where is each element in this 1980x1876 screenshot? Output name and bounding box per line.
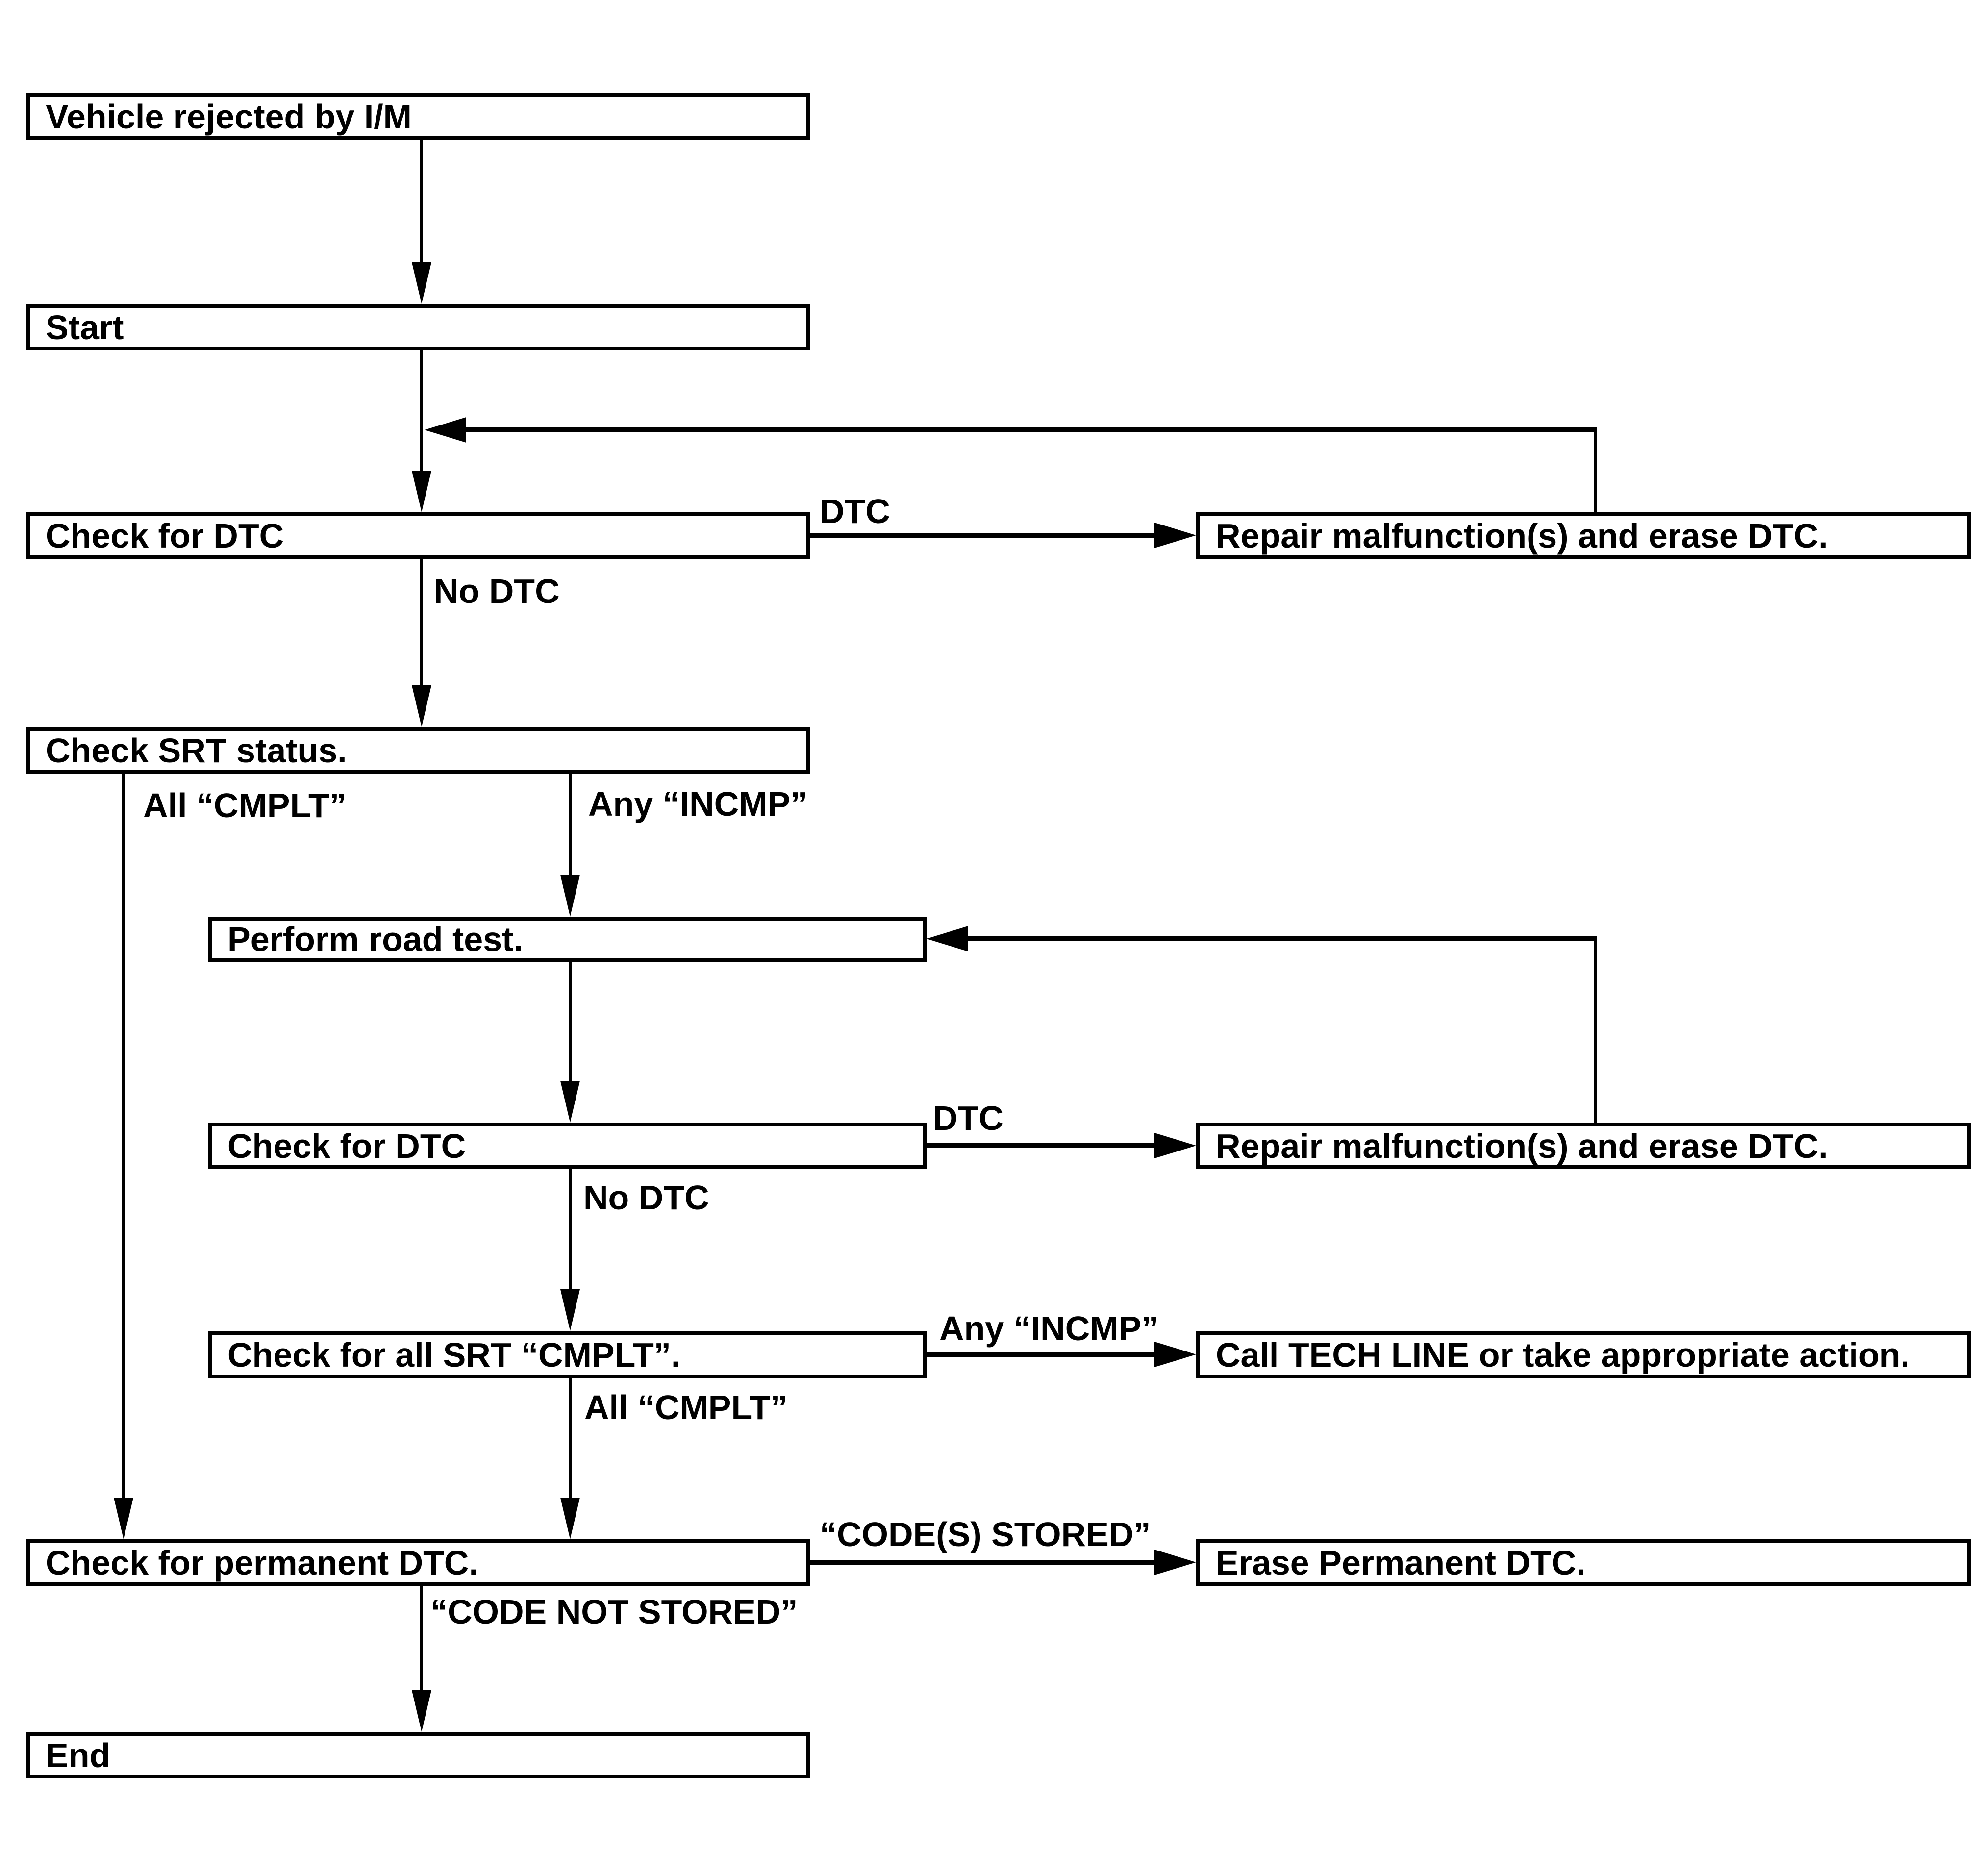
edge-feedback-1-riser xyxy=(1594,430,1597,512)
node-check-all-srt-cmplt: Check for all SRT “CMPLT”. xyxy=(208,1331,927,1378)
edge-label-all-cmplt-2: All “CMPLT” xyxy=(584,1388,788,1426)
arrowhead-left-feedback-1 xyxy=(425,417,466,443)
arrowhead-right-erase-permanent xyxy=(1154,1550,1196,1575)
edge-vehicle-to-start xyxy=(420,140,423,267)
edge-codes-stored-connector xyxy=(810,1560,1159,1565)
node-repair-erase-dtc-2: Repair malfunction(s) and erase DTC. xyxy=(1196,1123,1971,1169)
edge-label-dtc-2: DTC xyxy=(933,1099,1003,1137)
arrowhead-down-check-permanent-left xyxy=(114,1498,133,1539)
node-start: Start xyxy=(26,304,810,350)
edge-road-test-to-check-dtc-2 xyxy=(569,962,572,1086)
arrowhead-right-repair-2 xyxy=(1154,1133,1196,1158)
arrowhead-right-repair-1 xyxy=(1154,523,1196,548)
node-repair-erase-dtc-1: Repair malfunction(s) and erase DTC. xyxy=(1196,512,1971,559)
edge-label-any-incmp-2: Any “INCMP” xyxy=(939,1309,1159,1348)
edge-label-no-dtc-2: No DTC xyxy=(583,1178,709,1217)
arrowhead-down-end xyxy=(412,1690,431,1732)
arrowhead-right-call-tech-line xyxy=(1154,1342,1196,1367)
edge-dtc-2-connector xyxy=(927,1143,1159,1148)
edge-label-code-not-stored: “CODE NOT STORED” xyxy=(430,1593,798,1631)
edge-feedback-2-riser xyxy=(1594,939,1597,1123)
edge-code-not-stored xyxy=(420,1586,423,1695)
arrowhead-down-check-dtc-1 xyxy=(412,471,431,512)
arrowhead-down-check-dtc-2 xyxy=(560,1081,580,1123)
edge-start-to-check-dtc-1 xyxy=(420,350,423,475)
edge-label-any-incmp-1: Any “INCMP” xyxy=(588,785,808,823)
edge-no-dtc-2 xyxy=(569,1169,572,1294)
edge-dtc-1-connector xyxy=(810,533,1159,538)
node-check-dtc-1: Check for DTC xyxy=(26,512,810,559)
node-perform-road-test: Perform road test. xyxy=(208,917,927,962)
node-check-dtc-2: Check for DTC xyxy=(208,1123,927,1169)
node-check-srt-status: Check SRT status. xyxy=(26,727,810,774)
edge-any-incmp-2-connector xyxy=(927,1352,1159,1357)
arrowhead-down-check-permanent-mid xyxy=(560,1498,580,1539)
arrowhead-left-feedback-2 xyxy=(927,926,968,951)
node-call-tech-line: Call TECH LINE or take appropriate actio… xyxy=(1196,1331,1971,1378)
arrowhead-down-check-all-srt xyxy=(560,1289,580,1331)
edge-label-no-dtc-1: No DTC xyxy=(434,572,560,610)
node-vehicle-rejected: Vehicle rejected by I/M xyxy=(26,93,810,140)
node-check-permanent-dtc: Check for permanent DTC. xyxy=(26,1539,810,1586)
edge-feedback-1-horizontal xyxy=(463,427,1597,432)
arrowhead-down-perform-road-test xyxy=(560,875,580,917)
edge-all-cmplt-1 xyxy=(122,774,125,1502)
edge-label-codes-stored: “CODE(S) STORED” xyxy=(820,1515,1151,1553)
edge-label-dtc-1: DTC xyxy=(820,492,890,530)
edge-feedback-2-horizontal xyxy=(966,936,1597,941)
edge-any-incmp-1 xyxy=(569,774,572,880)
edge-no-dtc-1 xyxy=(420,559,423,690)
edge-all-cmplt-2 xyxy=(569,1378,572,1500)
edge-label-all-cmplt-1: All “CMPLT” xyxy=(143,786,347,825)
arrowhead-down-start xyxy=(412,262,431,304)
node-end: End xyxy=(26,1732,810,1778)
node-erase-permanent-dtc: Erase Permanent DTC. xyxy=(1196,1539,1971,1586)
arrowhead-down-check-srt xyxy=(412,685,431,727)
